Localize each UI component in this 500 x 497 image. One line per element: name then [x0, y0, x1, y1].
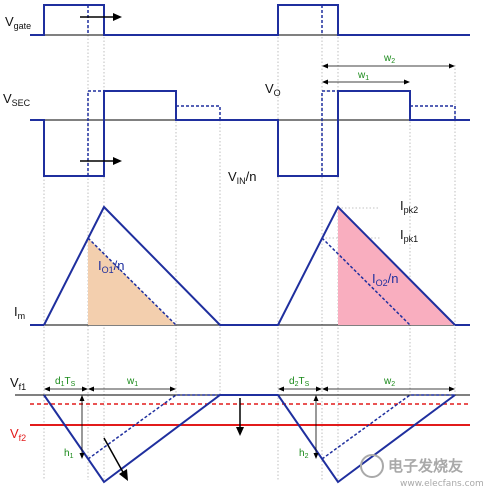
vf2-label: Vf2	[10, 426, 26, 443]
io2-n-label: IO2/n	[372, 271, 398, 288]
io1-n-label: IO1/n	[98, 258, 124, 275]
watermark-url: www.elecfans.com	[400, 479, 484, 489]
vgate-waveform-dashed	[87, 5, 323, 35]
vsec-label: VSEC	[3, 91, 31, 108]
im-label: Im	[14, 304, 25, 321]
w2-bottom-label: w2	[383, 376, 395, 388]
horizontal-guides	[322, 90, 380, 239]
watermark: 电子发烧友 www.elecfans.com	[360, 454, 484, 489]
w1-bottom-label: w1	[126, 376, 138, 388]
watermark-logo-icon	[360, 454, 384, 478]
im-waveform	[30, 205, 470, 326]
h1-label: h1	[64, 448, 74, 460]
w1-dimension	[322, 79, 410, 85]
vsec-arrow	[80, 157, 122, 165]
vf1-label: Vf1	[10, 375, 26, 392]
vgate-label: Vgate	[5, 14, 31, 31]
axes	[15, 34, 470, 396]
guide-lines	[43, 28, 456, 480]
watermark-logo-text: 电子发烧友	[388, 457, 463, 475]
ipk1-label: Ipk1	[400, 227, 418, 244]
vf-down-arrow	[236, 398, 244, 436]
vf-diagonal-arrow	[103, 437, 128, 481]
w2-top-label: w2	[383, 53, 395, 65]
ipk2-label: Ipk2	[400, 198, 418, 215]
im-waveform-dashed	[87, 237, 411, 326]
vo-label: VO	[265, 81, 281, 98]
vgate-arrow	[80, 13, 122, 21]
vsec-waveform-dashed	[87, 90, 456, 176]
vf-waveform	[43, 394, 456, 484]
w1-top-label: w1	[357, 70, 369, 82]
h-markers	[79, 395, 319, 459]
h2-label: h2	[299, 448, 309, 460]
vsec-waveform	[30, 90, 470, 177]
w2-dimension	[322, 63, 455, 69]
vin-n-label: VIN/n	[228, 169, 257, 186]
d2ts-label: d2TS	[289, 376, 310, 388]
bottom-dimensions	[44, 386, 455, 392]
vgate-waveform	[30, 4, 470, 36]
vf-waveform-dashed	[87, 394, 455, 460]
d1ts-label: d1TS	[55, 376, 76, 388]
